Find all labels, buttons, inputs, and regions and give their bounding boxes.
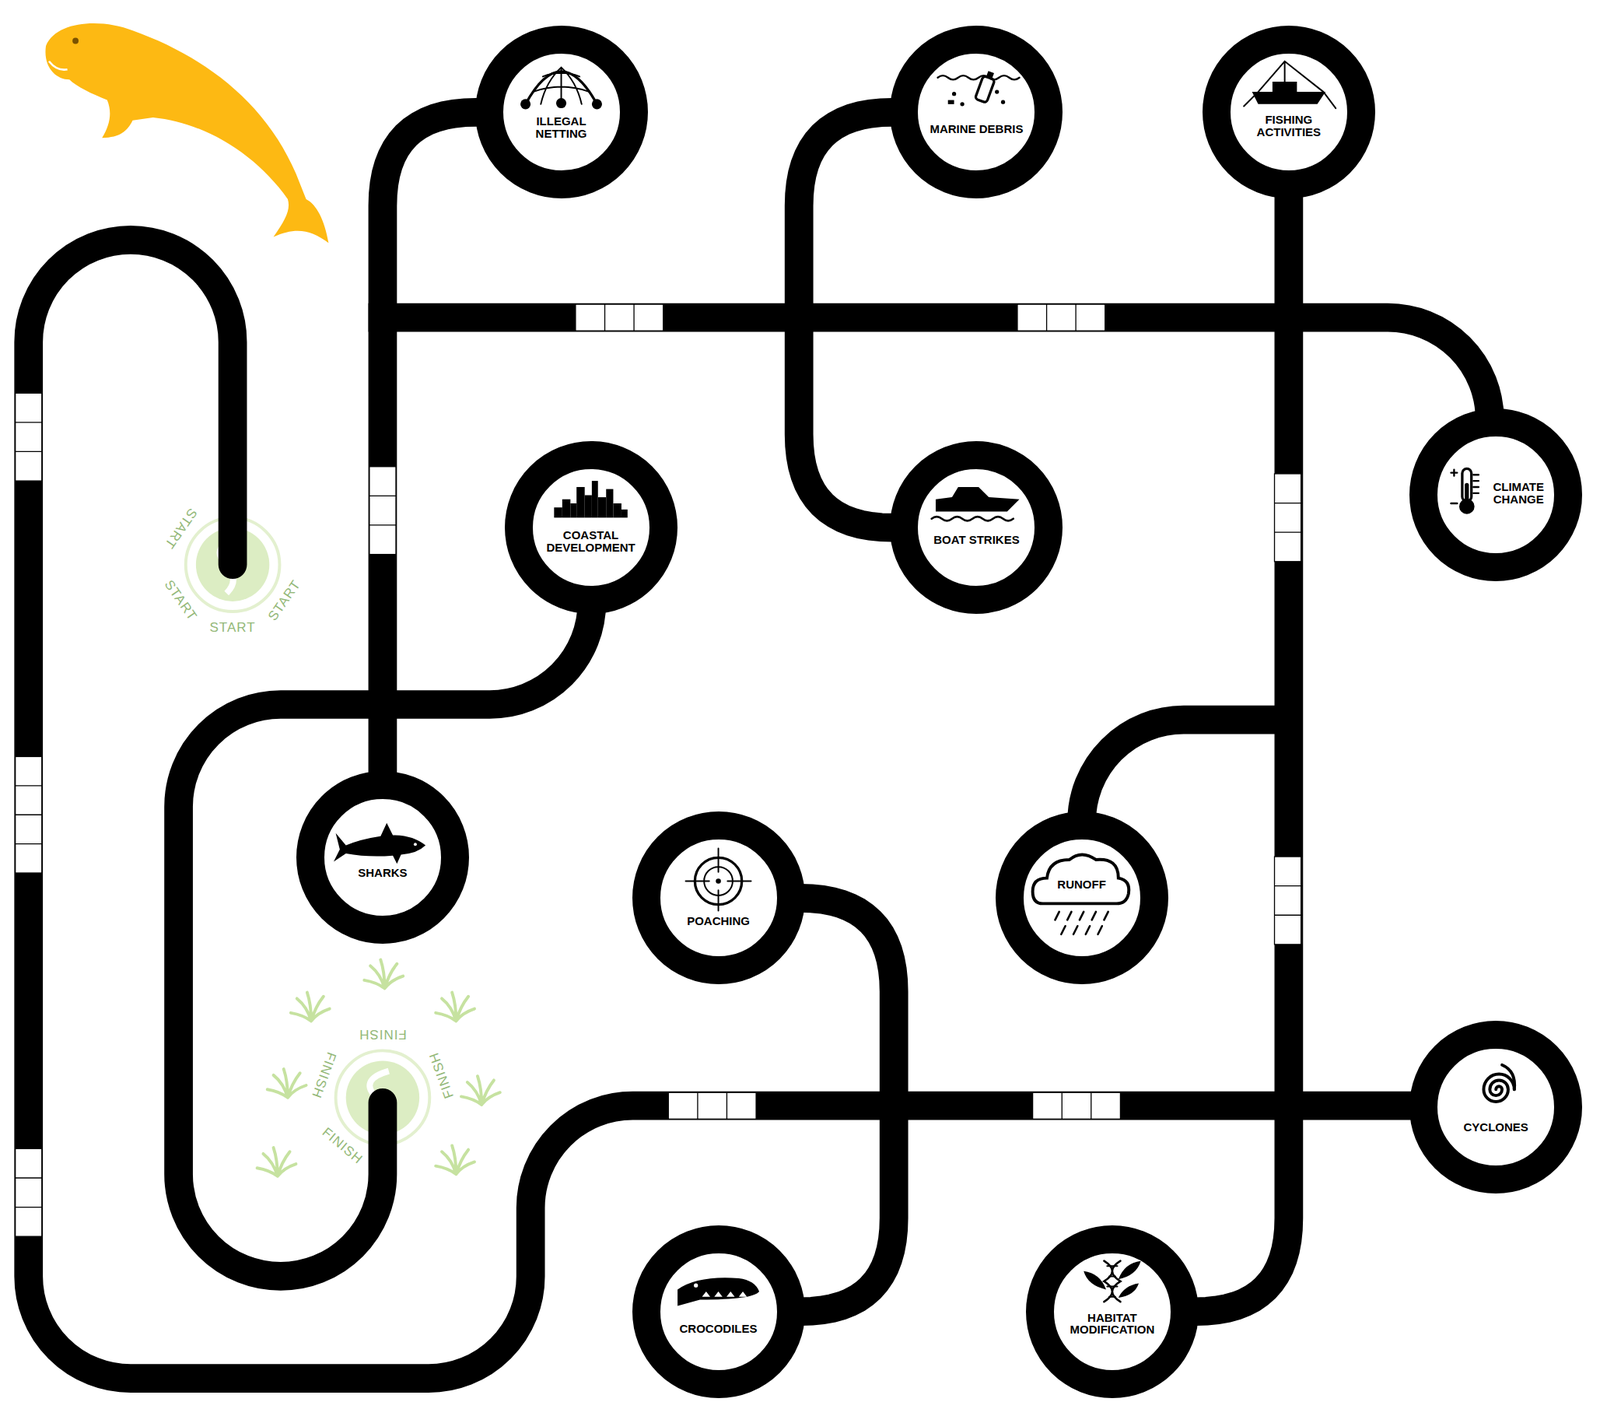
hazard-circle: SHARKS — [295, 770, 470, 945]
hazard-ring — [646, 1239, 792, 1384]
track-path — [1191, 191, 1289, 1311]
hazard-ring — [1201, 24, 1376, 200]
crossing-mark — [1274, 856, 1302, 945]
hazard-circle: POACHING — [631, 810, 806, 985]
hazard-circle: CLIMATE CHANGE — [1408, 407, 1583, 582]
track — [28, 239, 1491, 1378]
hazard-ring — [646, 825, 792, 970]
crossing-mark — [15, 1148, 43, 1236]
hazard-ring — [489, 39, 634, 185]
hazard-label: HABITAT MODIFICATION — [1060, 1311, 1164, 1337]
hazard-ring — [903, 39, 1049, 185]
watermark-text: START — [161, 504, 200, 552]
hazard-label: ILLEGAL NETTING — [510, 115, 613, 141]
track-path — [798, 897, 895, 1311]
watermark-text: START — [161, 577, 200, 624]
crossing-mark — [369, 466, 396, 555]
crossing-mark — [575, 304, 664, 331]
crossing-mark — [668, 1092, 757, 1119]
hazard-circle: MARINE DEBRIS — [889, 24, 1064, 200]
hazard-label: SHARKS — [336, 866, 430, 879]
hazard-circle: ILLEGAL NETTING — [474, 24, 649, 200]
dugong-illustration — [45, 23, 329, 243]
hazard-ring — [1408, 1019, 1583, 1194]
hazard-ring — [1009, 825, 1155, 970]
crossing-mark — [1032, 1092, 1121, 1119]
hazard-icons — [333, 61, 1515, 1306]
hazard-ring — [903, 455, 1049, 600]
hazard-ring — [889, 440, 1064, 615]
hazard-ring — [1423, 1034, 1569, 1180]
watermark-text: START — [210, 619, 256, 636]
watermark-text: FINISH — [318, 1123, 366, 1167]
hazard-label: COASTAL DEVELOPMENT — [539, 528, 643, 554]
hazard-ring — [474, 24, 649, 200]
track-path — [382, 112, 483, 778]
hazard-ring — [1039, 1239, 1185, 1384]
crossing-mark — [1274, 473, 1302, 562]
hazard-circle: COASTAL DEVELOPMENT — [504, 440, 679, 615]
hazard-circle: CROCODILES — [631, 1224, 806, 1399]
watermark-text: FINISH — [308, 1050, 340, 1101]
hazard-circle: RUNOFF — [994, 810, 1170, 985]
hazard-label: CLIMATE CHANGE — [1486, 480, 1551, 506]
hazard-ring — [295, 770, 470, 945]
hazard-circle: HABITAT MODIFICATION — [1025, 1224, 1200, 1399]
hazard-ring — [504, 440, 679, 615]
track-path — [798, 112, 897, 528]
hazard-ring — [1216, 39, 1362, 185]
hazard-label: CYCLONES — [1449, 1120, 1543, 1134]
hazard-circle: BOAT STRIKES — [889, 440, 1064, 615]
hazard-label: RUNOFF — [1046, 878, 1117, 891]
hazard-circle: CYCLONES — [1408, 1019, 1583, 1194]
hazard-ring — [631, 1224, 806, 1399]
hazard-label: MARINE DEBRIS — [923, 122, 1030, 136]
watermark-text: START — [265, 577, 305, 624]
crossing-mark — [1017, 304, 1106, 331]
crossing-mark — [15, 756, 43, 873]
crossing-mark — [15, 392, 43, 481]
watermark-text: FINISH — [426, 1050, 458, 1101]
hazard-label: BOAT STRIKES — [924, 533, 1028, 547]
watermark-text: FINISH — [358, 1025, 407, 1042]
hazard-ring — [518, 455, 664, 600]
hazard-ring — [631, 810, 806, 985]
hazard-ring — [889, 24, 1064, 200]
hazard-ring — [310, 784, 456, 930]
hazard-ring — [994, 810, 1170, 985]
hazard-ring — [1423, 422, 1569, 568]
hazard-label: POACHING — [672, 914, 766, 928]
hazard-circle: FISHING ACTIVITIES — [1201, 24, 1376, 200]
hazard-label: FISHING ACTIVITIES — [1237, 113, 1341, 139]
hazard-label: CROCODILES — [668, 1322, 770, 1335]
